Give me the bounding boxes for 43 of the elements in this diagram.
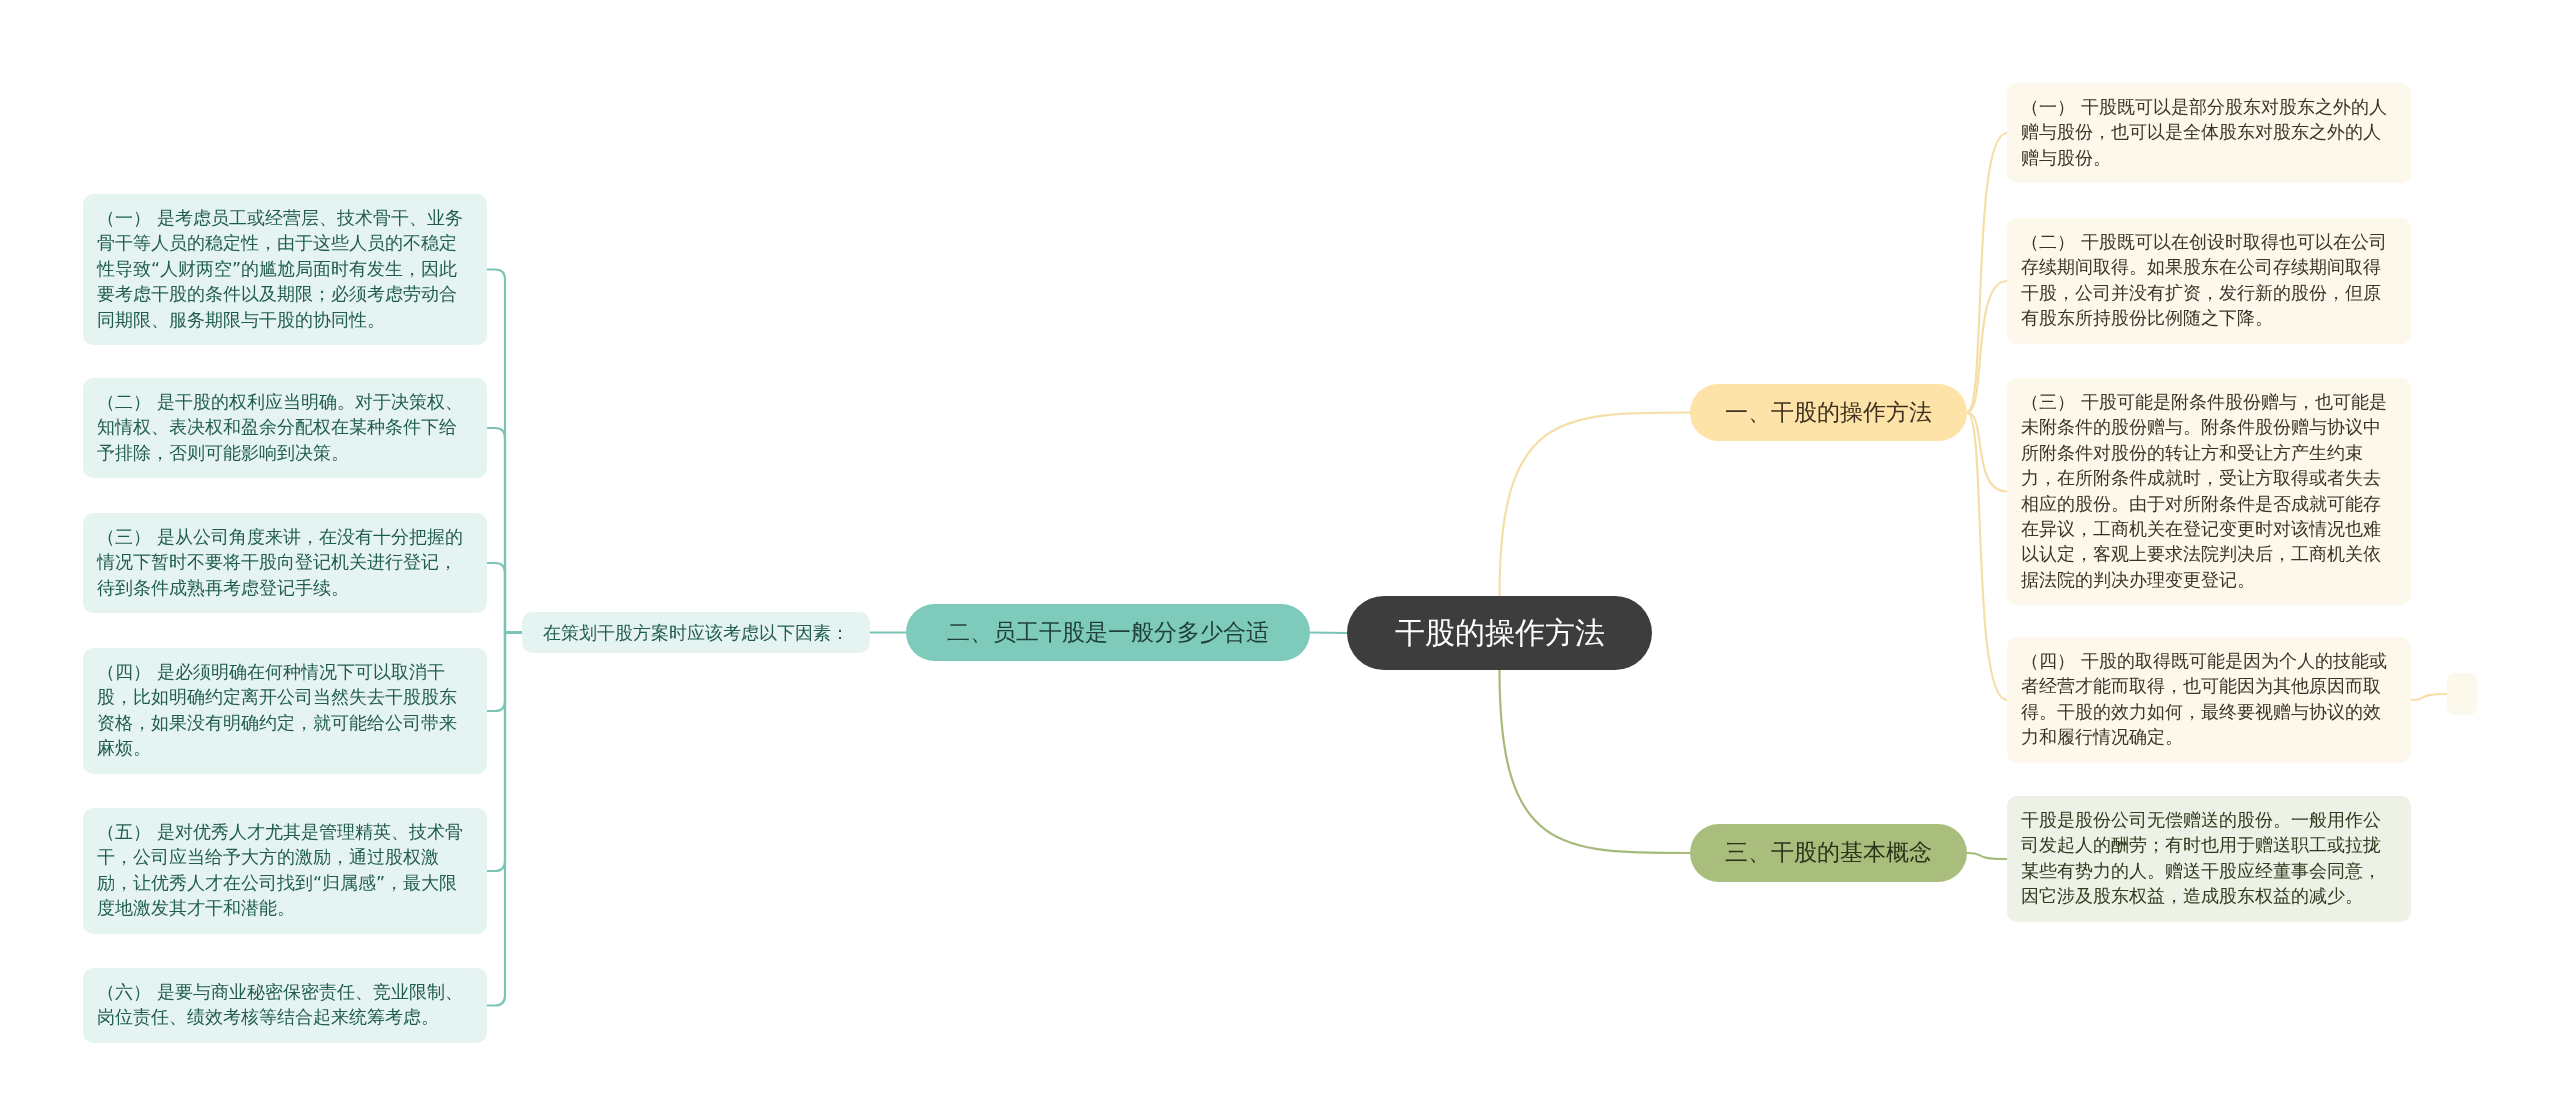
note-box bbox=[2007, 83, 2411, 184]
note-box bbox=[83, 968, 487, 1043]
note-text: 干股是股份公司无偿赠送的股份。一般用作公司发起人的酬劳；有时也用于赠送职工或拉拢某些有势力的人。赠送干股应经董事会同意，因它涉及股东权益，造成股东权益的减少。 bbox=[2021, 809, 2382, 909]
note-box bbox=[83, 808, 487, 934]
connector-line bbox=[1498, 669, 1690, 855]
note-text: （二） 干股既可以在创设时取得也可以在公司存续期间取得。如果股东在公司存续期间取得干股，公司并没有扩资，发行新的股份，但原有股东所持股份比例随之下降。 bbox=[2021, 231, 2388, 331]
branch-topic bbox=[906, 604, 1310, 661]
note-text: （六） 是要与商业秘密保密责任、竞业限制、岗位责任、绩效考核等结合起来统筹考虑。 bbox=[97, 981, 464, 1030]
topic-text: 三、干股的基本概念 bbox=[1725, 839, 1932, 867]
topic-text: 干股的操作方法 bbox=[1394, 615, 1605, 651]
note-text: （三） 是从公司角度来讲，在没有十分把握的情况下暂时不要将干股向登记机关进行登记，待到条件成熟再考虑登记手续。 bbox=[97, 526, 464, 600]
topic-text: 一、干股的操作方法 bbox=[1725, 398, 1932, 427]
branch-topic bbox=[1690, 384, 1967, 441]
note-text: （五） 是对优秀人才尤其是管理精英、技术骨干，公司应当给予大方的激励，通过股权激励，让优秀人才在公司找到“归属感”，最大限度地激发其才干和潜能。 bbox=[97, 821, 464, 921]
note-text: （一） 是考虑员工或经营层、技术骨干、业务骨干等人员的稳定性，由于这些人员的不稳定性导致“人财两空”的尴尬局面时有发生，因此要考虑干股的条件以及期限；必须考虑劳动合同期限、服务期限与干股的协同性。 bbox=[97, 207, 464, 332]
note-text: （四） 是必须明确在何种情况下可以取消干股，比如明确约定离开公司当然失去干股股东资格，如果没有明确约定，就可能给公司带来麻烦。 bbox=[97, 661, 458, 761]
subtopic-box bbox=[522, 612, 870, 653]
topic-text: 二、员工干股是一般分多少合适 bbox=[947, 618, 1269, 647]
connector-line bbox=[487, 631, 522, 1007]
note-box bbox=[2007, 796, 2411, 922]
note-text: （四） 干股的取得既可能是因为个人的技能或者经营才能而取得，也可能因为其他原因而取得。干股的效力如何，最终要视赠与协议的效力和履行情况确定。 bbox=[2021, 650, 2388, 750]
note-text: （二） 是干股的权利应当明确。对于决策权、知情权、表决权和盈余分配权在某种条件下给予排除，否则可能影响到决策。 bbox=[97, 391, 464, 465]
note-box bbox=[83, 378, 487, 479]
note-text: （一） 干股既可以是部分股东对股东之外的人赠与股份，也可以是全体股东对股东之外的人赠与股份。 bbox=[2021, 96, 2388, 170]
note-box bbox=[83, 648, 487, 774]
branch-topic bbox=[1690, 824, 1967, 882]
note-box bbox=[2007, 218, 2411, 344]
note-box bbox=[83, 194, 487, 345]
connector-line bbox=[870, 631, 906, 634]
note-text: （三） 干股可能是附条件股份赠与，也可能是未附条件的股份赠与。附条件股份赠与协议中所附条件对股份的转让方和受让方产生约束力，在所附条件成就时，受让方取得或者失去相应的股份。由于对所附条件是否成就可能存在异议，工商机关在登记变更时对该情况也难以认定，客观上要求法院判决后，工商机关依据法院的判决办理变更登记。 bbox=[2021, 391, 2388, 592]
connector-line bbox=[1966, 279, 2008, 414]
connector-line bbox=[1498, 411, 1690, 597]
connector-line bbox=[1966, 411, 2008, 493]
connector-line bbox=[2410, 692, 2447, 702]
note-box bbox=[2007, 637, 2411, 763]
empty-box bbox=[2447, 673, 2477, 715]
connector-line bbox=[1966, 851, 2007, 861]
connector-line bbox=[1310, 631, 1347, 635]
connector-line bbox=[1966, 411, 2008, 701]
connector-line bbox=[1966, 132, 2008, 414]
topic-text: 在策划干股方案时应该考虑以下因素： bbox=[543, 621, 849, 644]
note-box bbox=[83, 513, 487, 614]
note-box bbox=[2007, 378, 2411, 605]
